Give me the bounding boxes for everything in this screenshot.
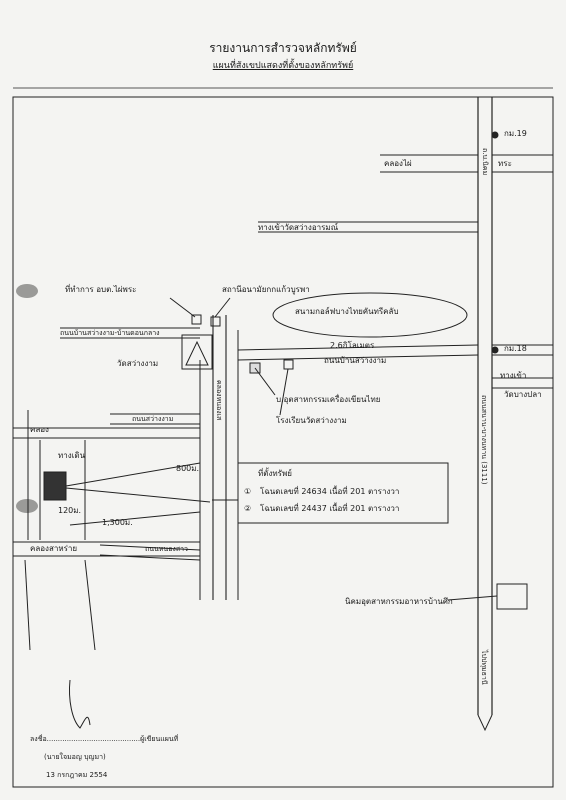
label-junction-bangpla: ทางเข้า (500, 371, 527, 380)
dist-800-line (65, 462, 201, 487)
label-highway: ถนนสนาน-บางนทาน (3111) (480, 395, 488, 485)
signature-date: 13 กรกฎาคม 2554 (46, 771, 108, 779)
label-walkway: ทางเดิน (58, 451, 86, 460)
label-to-bangkok: ไปปทุมธานี (480, 650, 488, 685)
label-village-road: ถนนบ้านสว่างงาม (324, 356, 387, 365)
health-square (210, 316, 221, 327)
map-frame (12, 96, 554, 788)
school-leader (279, 368, 289, 416)
nongsao-road-1 (99, 544, 201, 551)
bottom-left-road-2 (84, 559, 96, 651)
dist-1300-line (69, 511, 201, 526)
label-khlong-khai: คลองไผ่ (384, 159, 412, 168)
label-junction-wat: ทางเข้าวัดสว่างอารมณ์ (258, 223, 339, 232)
golf-course-outline (272, 292, 468, 338)
property-item-1-num: ① (244, 487, 252, 496)
label-school: โรงเรียนวัดสว่างงาม (276, 416, 347, 425)
property-item-2-num: ② (244, 504, 252, 513)
label-factory: บ.อุตสาหกรรมเครื่องเขียนไทย (276, 395, 381, 404)
label-road-nongsao: ถนนหนองสาว (145, 545, 188, 553)
label-distance-26km: 2.6กิโลเมตร (330, 341, 375, 350)
label-km19: กม.19 (504, 129, 527, 138)
signature-scribble (69, 679, 91, 729)
binder-hole-bottom (16, 499, 38, 513)
factory-leader (254, 367, 276, 396)
signature-line: ลงชื่อ..................................… (30, 735, 179, 743)
wat-box (181, 334, 213, 370)
property-box-header: ที่ตั้งทรัพย์ (258, 469, 292, 478)
label-health-station: สถานีอนามัยกกแก้วบูรพา (222, 285, 310, 294)
label-road-sawangngam: ถนนสว่างงาม (132, 415, 174, 423)
property-item-1-text: โฉนดเลขที่ 24634 เนื้อที่ 201 ตารางวา (260, 487, 400, 496)
school-square (283, 359, 294, 370)
label-wat-sawang: วัดสว่างงาม (117, 359, 159, 368)
km18-marker (491, 346, 499, 354)
label-road-north-right: ทระ (498, 159, 512, 168)
food-factory-leader (447, 595, 498, 601)
binder-hole-top (16, 284, 38, 298)
label-dist-120: 120ม. (58, 506, 82, 515)
highway-arrow (477, 714, 493, 732)
label-food-factory: นิคมอุตสาหกรรมอาหารบ้านศึก (345, 597, 453, 606)
food-factory-box (496, 583, 528, 610)
label-dist-800: 800ม. (176, 464, 200, 473)
bottom-left-road-1 (24, 559, 31, 651)
page-title: รายงานการสำรวจหลักทรัพย์ (209, 41, 357, 55)
label-golf-course: สนามกอล์ฟบางไทยคันทรีคลับ (295, 307, 399, 316)
property-item-2-text: โฉนดเลขที่ 24437 เนื้อที่ 201 ตารางวา (260, 504, 400, 513)
label-subdistrict-office: ที่ทำการ อบต.ไผ่พระ (65, 285, 137, 294)
health-leader (214, 297, 231, 318)
label-wat-bangpla: วัดบางปลา (504, 390, 542, 399)
nongsao-road-2 (99, 554, 201, 561)
label-khlong-samrai: คลองสาหร่าย (30, 544, 78, 553)
page-subtitle: แผนที่สังเขปแสดงที่ตั้งของหลักทรัพย์ (212, 61, 354, 71)
property-plots (43, 471, 67, 501)
label-km18: กม.18 (504, 344, 527, 353)
property-info-box (237, 462, 449, 524)
office-leader (169, 297, 196, 318)
label-khlong: คลอง (30, 425, 49, 434)
label-dist-1300: 1,300ม. (102, 518, 133, 527)
village-road-2 (237, 354, 479, 361)
label-irrigation-road: คลองหนองเส (215, 380, 223, 421)
plot-leader (65, 487, 211, 503)
signature-name: (นายใจมอญ บุญมา) (44, 753, 106, 761)
label-road-bandonklang: ถนนบ้านสว่างงาม-บ้านดอนกลาง (60, 329, 160, 337)
label-road-north-left: ถ.บ.นิคม (481, 148, 489, 176)
village-road-1 (237, 344, 479, 351)
km19-marker (491, 131, 499, 139)
office-square (191, 314, 202, 325)
wat-triangle (185, 340, 209, 366)
